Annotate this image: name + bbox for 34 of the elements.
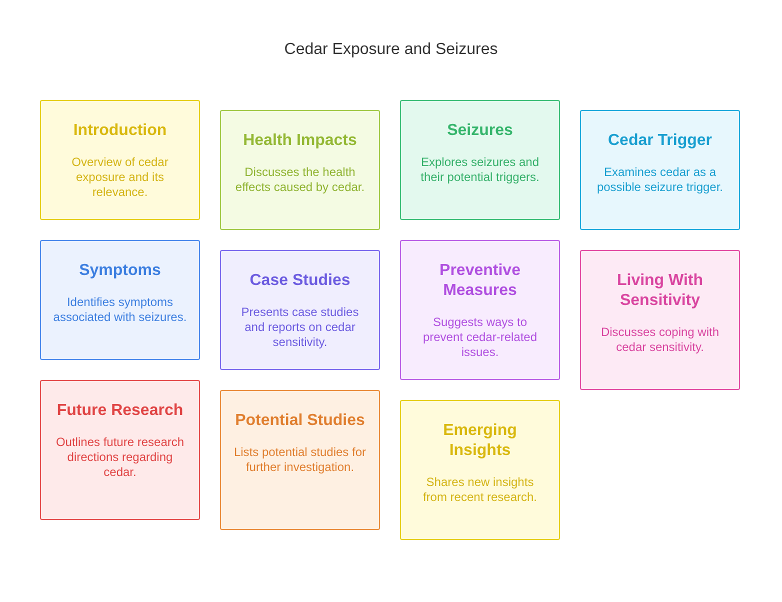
note-card [40,240,200,360]
card-heading: Potential Studies [234,411,366,431]
note-card [580,110,740,230]
card-heading: Case Studies [248,271,352,291]
card-description: Discusses coping with cedar sensitivity. [600,325,720,355]
note-card [40,100,200,220]
note-card [580,250,740,390]
note-card [400,400,560,540]
card-description: Identifies symptoms associated with seizures. [53,295,187,325]
card-description: Examines cedar as a possible seizure trigger. [596,165,724,195]
card-heading: Cedar Trigger [606,131,714,151]
card-heading: Seizures [446,121,514,141]
note-card [40,380,200,520]
note-card [400,100,560,220]
card-description: Discusses the health effects caused by cedar. [234,165,366,195]
diagram-title: Cedar Exposure and Seizures [283,41,499,59]
card-heading: Future Research [56,401,184,421]
card-description: Presents case studies and reports on cedar sensitivity. [240,305,360,350]
card-heading: Preventive Measures [438,261,522,301]
card-heading: Emerging Insights [442,421,518,461]
note-card [220,110,380,230]
note-card [220,250,380,370]
card-description: Shares new insights from recent research. [422,475,538,505]
card-description: Overview of cedar exposure and its relevance. [70,155,170,200]
card-heading: Living With Sensitivity [616,271,704,311]
note-card [220,390,380,530]
card-heading: Introduction [72,121,168,141]
card-description: Suggests ways to prevent cedar-related issues. [422,315,538,360]
card-description: Outlines future research directions regarding cedar. [54,435,186,480]
card-description: Explores seizures and their potential triggers. [420,155,540,185]
card-description: Lists potential studies for further investigation. [233,445,367,475]
card-heading: Symptoms [78,261,162,281]
note-card [400,240,560,380]
card-heading: Health Impacts [242,131,358,151]
